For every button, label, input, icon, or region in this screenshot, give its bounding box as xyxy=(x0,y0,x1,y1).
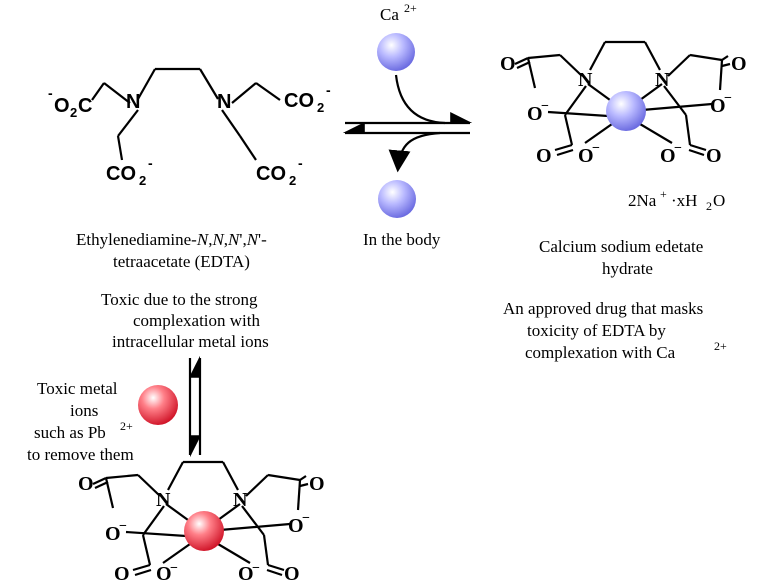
toxic-complex-n-left: N xyxy=(156,489,171,511)
toxic-metal-line1: Toxic metal xyxy=(37,379,118,398)
ca-complex-ominus-left: O xyxy=(527,103,543,125)
svg-text:Ethylenediamine-N,N,N',N'-: Ethylenediamine-N,N,N',N'- xyxy=(76,230,267,249)
toxic-metal-line4: to remove them xyxy=(27,445,134,464)
ca-complex-o-topleft: O xyxy=(500,53,516,75)
edta-n-left: N xyxy=(126,91,140,113)
counterion-label: 2Na + ·xH 2 O xyxy=(628,187,725,213)
svg-text:2: 2 xyxy=(70,105,77,120)
calcium-complex-name-line2: hydrate xyxy=(602,259,653,278)
toxic-metal-edta-complex xyxy=(92,460,309,577)
toxic-complex-ominus-bottomleft: O xyxy=(156,563,172,581)
svg-text:O: O xyxy=(54,95,70,117)
toxic-complex-o-topleft: O xyxy=(78,473,94,495)
svg-text:2: 2 xyxy=(289,173,296,188)
toxic-complex-ominus-right: O xyxy=(288,515,304,537)
toxic-metal-line3: such as Pb 2+ xyxy=(34,419,133,442)
svg-text:−: − xyxy=(302,511,310,526)
svg-text:CO: CO xyxy=(106,163,136,185)
toxic-metal-ion-bound xyxy=(184,511,224,551)
edta-n-right: N xyxy=(217,91,231,113)
edta-toxic-line1: Toxic due to the strong xyxy=(101,290,258,309)
ca-ion-label: Ca 2+ xyxy=(380,1,417,24)
ca-complex-n-right: N xyxy=(655,69,670,91)
svg-text:−: − xyxy=(674,141,682,156)
ca-complex-o-bottomright: O xyxy=(706,145,722,167)
toxic-metal-line2: ions xyxy=(70,401,98,420)
svg-text:−: − xyxy=(170,561,178,576)
svg-text:Ca: Ca xyxy=(380,5,399,24)
toxic-complex-o-bottomleft: O xyxy=(114,563,130,581)
calcium-complex-desc-line3: complexation with Ca 2+ xyxy=(525,339,727,362)
equilibrium-arrows-horizontal xyxy=(342,74,473,173)
equilibrium-arrows-vertical xyxy=(188,355,202,458)
svg-text:2+: 2+ xyxy=(120,419,133,433)
svg-text:-: - xyxy=(298,155,303,171)
edta-name-line1: Ethylenediamine-N,N,N',N'- xyxy=(76,230,267,249)
svg-text:-: - xyxy=(48,85,53,101)
ca-complex-ominus-bottomleft: O xyxy=(578,145,594,167)
ca-complex-o-bottomleft: O xyxy=(536,145,552,167)
edta-name-line2: tetraacetate (EDTA) xyxy=(113,252,250,271)
svg-text:such as Pb: such as Pb xyxy=(34,423,106,442)
svg-text:2Na: 2Na xyxy=(628,191,657,210)
svg-text:2: 2 xyxy=(139,173,146,188)
edta-structure xyxy=(91,67,281,161)
svg-text:CO: CO xyxy=(256,163,286,185)
svg-text:−: − xyxy=(592,141,600,156)
svg-text:−: − xyxy=(252,561,260,576)
edta-carboxylate-bottom-left: CO 2 - xyxy=(106,155,153,188)
svg-text:·xH: ·xH xyxy=(671,191,697,210)
toxic-complex-ominus-left: O xyxy=(105,523,121,545)
svg-text:2: 2 xyxy=(317,100,324,115)
svg-text:−: − xyxy=(541,99,549,114)
in-the-body-label: In the body xyxy=(363,230,441,249)
svg-text:+: + xyxy=(660,187,667,201)
toxic-metal-ion xyxy=(138,385,178,425)
svg-text:2+: 2+ xyxy=(714,339,727,353)
toxic-complex-n-right: N xyxy=(233,489,248,511)
svg-text:CO: CO xyxy=(284,90,314,112)
edta-toxic-line2: complexation with xyxy=(133,311,261,330)
calcium-ion-bound xyxy=(606,91,646,131)
ca-complex-ominus-right: O xyxy=(710,95,726,117)
toxic-complex-o-bottomright: O xyxy=(284,563,300,581)
ca-complex-ominus-bottomright: O xyxy=(660,145,676,167)
svg-text:-: - xyxy=(148,155,153,171)
ca-complex-o-topright: O xyxy=(731,53,747,75)
calcium-complex-desc-line1: An approved drug that masks xyxy=(503,299,703,318)
svg-text:2: 2 xyxy=(706,199,712,213)
calcium-ion-released xyxy=(378,180,416,218)
toxic-complex-ominus-bottomright: O xyxy=(238,563,254,581)
edta-carboxylate-right: CO 2 - xyxy=(284,82,331,115)
svg-text:C: C xyxy=(78,95,92,117)
svg-text:O: O xyxy=(713,191,725,210)
calcium-complex-name-line1: Calcium sodium edetate xyxy=(539,237,703,256)
calcium-edta-complex xyxy=(514,40,731,157)
svg-text:−: − xyxy=(724,91,732,106)
svg-text:2+: 2+ xyxy=(404,1,417,15)
svg-text:−: − xyxy=(119,519,127,534)
edta-carboxylate-left: - O 2 C xyxy=(48,85,92,120)
edta-toxic-line3: intracellular metal ions xyxy=(112,332,269,351)
calcium-ion-incoming xyxy=(377,33,415,71)
calcium-complex-desc-line2: toxicity of EDTA by xyxy=(527,321,666,340)
svg-text:-: - xyxy=(326,82,331,98)
ca-complex-n-left: N xyxy=(578,69,593,91)
edta-carboxylate-bottom-right: CO 2 - xyxy=(256,155,303,188)
svg-text:complexation with Ca: complexation with Ca xyxy=(525,343,676,362)
toxic-complex-o-topright: O xyxy=(309,473,325,495)
